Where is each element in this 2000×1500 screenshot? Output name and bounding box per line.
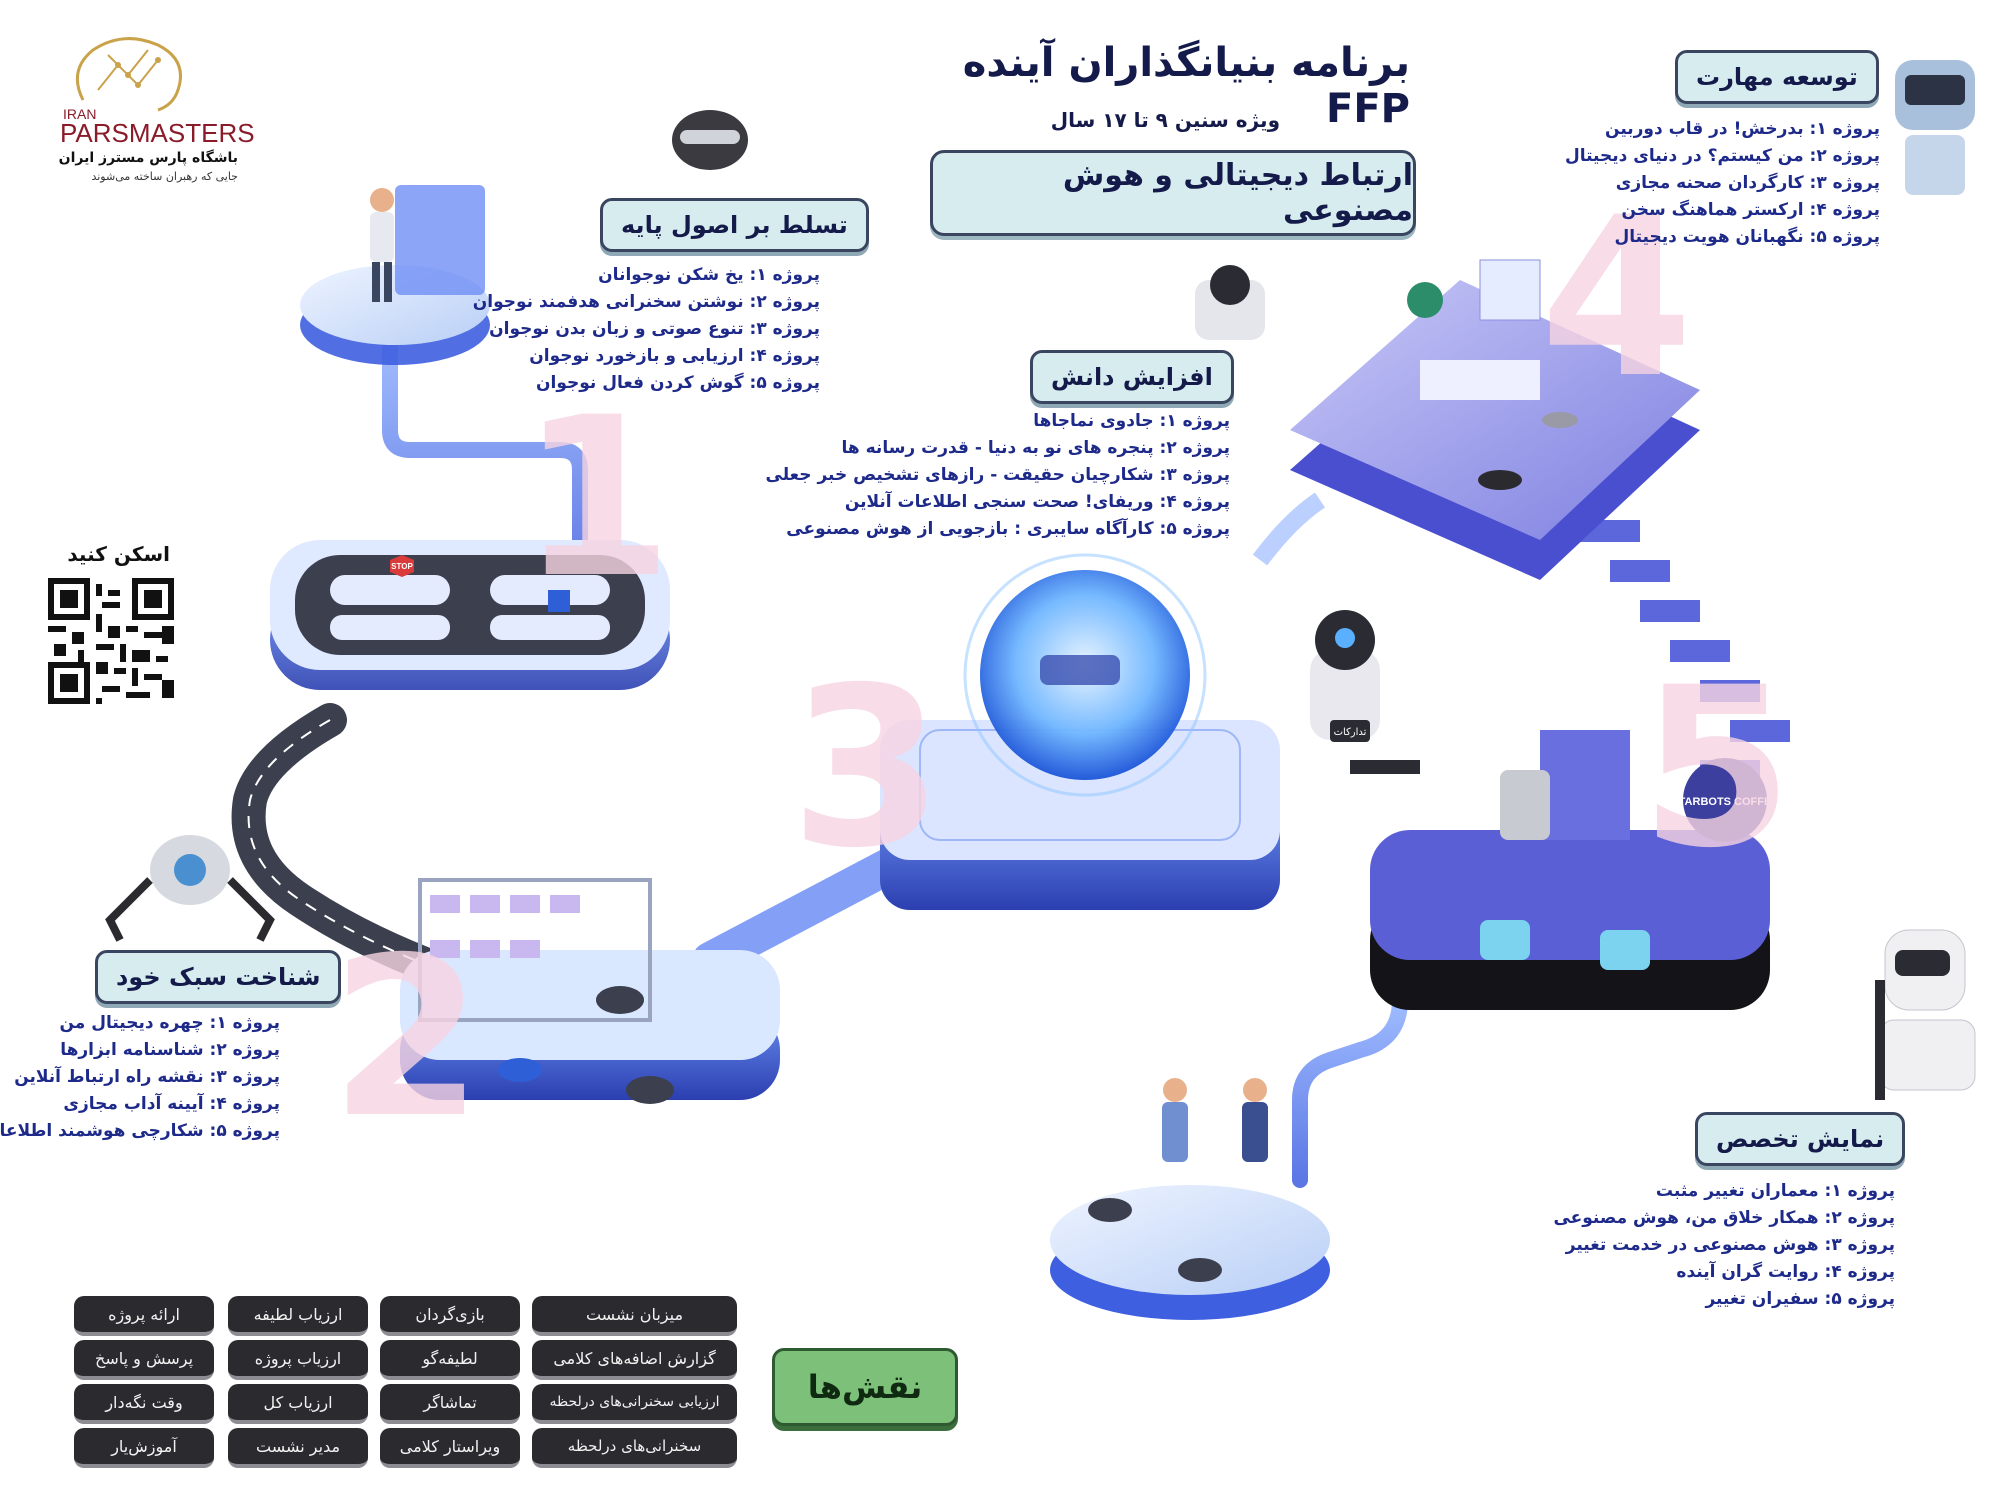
path-segment	[1292, 992, 1408, 1188]
project-item: پروژه ۵: شکارچی هوشمند اطلاعات	[0, 1121, 280, 1141]
project-item: پروژه ۲: نوشتن سخنرانی هدفمند نوجوان	[472, 292, 820, 312]
self-style-project-list: پروژه ۱: چهره دیجیتال من پروژه ۲: شناسنا…	[0, 1010, 280, 1145]
stage-label-knowledge[interactable]: افزایش دانش	[1030, 350, 1234, 404]
svg-text:STOP: STOP	[391, 562, 413, 571]
role-chip[interactable]: تماشاگر	[380, 1384, 520, 1424]
project-item: پروژه ۴: وریفای! صحت سنجی اطلاعات آنلاین	[844, 492, 1230, 512]
stage-number-2: 2	[330, 910, 484, 1166]
role-chip[interactable]: میزبان نشست	[532, 1296, 737, 1336]
role-chip[interactable]: پرسش و پاسخ	[74, 1340, 214, 1380]
page-title: برنامه بنیانگذاران آینده FFP	[962, 40, 1410, 132]
project-item: پروژه ۳: نقشه راه ارتباط آنلاین	[14, 1067, 280, 1087]
roles-title-button[interactable]: نقش‌ها	[772, 1348, 958, 1426]
role-chip[interactable]: وقت نگه‌دار	[74, 1384, 214, 1424]
project-item: پروژه ۳: شکارچیان حقیقت - رازهای تشخیص خ…	[765, 465, 1230, 485]
theme-banner: ارتباط دیجیتالی و هوش مصنوعی	[930, 150, 1416, 236]
stage-number-4: 4	[1540, 170, 1694, 426]
role-chip[interactable]: ارزیابی سخنرانی‌های درلحظه	[532, 1384, 737, 1424]
qr-code-icon[interactable]	[48, 578, 174, 704]
role-chip[interactable]: لطیفه‌گو	[380, 1340, 520, 1380]
robot-waiter: تدارکات	[1310, 610, 1420, 774]
project-item: پروژه ۳: کارگردان صحنه مجازی	[1615, 173, 1880, 193]
conveyor	[692, 842, 918, 978]
platform-orb	[880, 553, 1280, 910]
project-item: پروژه ۵: نگهبانان هویت دیجیتال	[1614, 227, 1880, 247]
role-chip[interactable]: سخنرانی‌های درلحظه	[532, 1428, 737, 1468]
role-chip[interactable]: ویراستار کلامی	[380, 1428, 520, 1468]
project-item: پروژه ۱: یخ شکن نوجوانان	[598, 265, 820, 285]
role-chip[interactable]: ارائه پروژه	[74, 1296, 214, 1336]
svg-text:تدارکات: تدارکات	[1334, 727, 1367, 738]
robot-cleaner	[1875, 929, 1976, 1100]
tagline: جایی که رهبران ساخته می‌شوند	[91, 170, 238, 183]
svg-text:STARBOTS COFFEE: STARBOTS COFFEE	[1671, 796, 1778, 808]
path-segment	[382, 322, 588, 568]
role-chip[interactable]: بازی‌گردان	[380, 1296, 520, 1336]
stage-label-self-style[interactable]: شناخت سبک خود	[95, 950, 342, 1004]
robot-knowledge	[1195, 265, 1265, 340]
stage-number-3: 3	[790, 640, 944, 896]
stage-number-1: 1	[520, 370, 674, 626]
project-item: پروژه ۱: بدرخش! در قاب دوربین	[1605, 119, 1880, 139]
project-item: پروژه ۲: من کیستم؟ در دنیای دیجیتال	[1564, 146, 1880, 166]
platform-warehouse	[400, 878, 780, 1104]
project-item: پروژه ۵: سفیران تغییر	[1705, 1289, 1895, 1309]
project-item: پروژه ۵: کارآگاه سایبری : بازجویی از هوش…	[786, 519, 1230, 539]
role-chip[interactable]: ارزیاب کل	[228, 1384, 368, 1424]
stage-label-basics[interactable]: تسلط بر اصول پایه	[600, 198, 869, 252]
project-item: پروژه ۳: تنوع صوتی و زبان بدن نوجوان	[489, 319, 820, 339]
logo: IRAN PARSMASTERS باشگاه پارس مسترز ایران…	[28, 30, 255, 190]
logo-top-text: IRAN	[63, 106, 97, 122]
platform-handshake	[1050, 1078, 1330, 1320]
project-item: پروژه ۱: چهره دیجیتال من	[59, 1013, 280, 1033]
logo-name: PARSMASTERS	[60, 118, 255, 148]
robot-top-helmet	[672, 110, 748, 170]
project-item: پروژه ۱: معماران تغییر مثبت	[1655, 1181, 1895, 1201]
role-chip[interactable]: آموزش‌یار	[74, 1428, 214, 1468]
road-line	[247, 719, 441, 971]
project-item: پروژه ۴: روایت گران آینده	[1676, 1262, 1895, 1282]
page-subtitle: ویژه سنین ۹ تا ۱۷ سال	[1050, 108, 1280, 132]
qr-label: اسکن کنید	[67, 542, 170, 566]
role-chip[interactable]: ارزیاب پروژه	[228, 1340, 368, 1380]
project-item: پروژه ۲: همکار خلاق من، هوش مصنوعی	[1553, 1208, 1895, 1228]
stage-label-skills[interactable]: توسعه مهارت	[1675, 50, 1879, 104]
platform-cafe: STARBOTS COFFEE	[1370, 730, 1779, 1010]
platform-roads: STOP	[270, 540, 670, 690]
robot-crab	[105, 835, 275, 942]
project-item: پروژه ۴: ارزیابی و بازخورد نوجوان	[529, 346, 820, 366]
role-chip[interactable]: مدیر نشست	[228, 1428, 368, 1468]
project-item: پروژه ۵: گوش کردن فعال نوجوان	[536, 373, 820, 393]
role-chip[interactable]: ارزیاب لطیفه	[228, 1296, 368, 1336]
project-item: پروژه ۳: هوش مصنوعی در خدمت تغییر	[1565, 1235, 1895, 1255]
role-chip[interactable]: گزارش اضافه‌های کلامی	[532, 1340, 737, 1380]
platform-presenter	[300, 185, 490, 365]
project-item: پروژه ۲: شناسنامه ابزارها	[60, 1040, 280, 1060]
platform-office	[1290, 259, 1700, 580]
stage-number-5: 5	[1640, 640, 1794, 896]
data-stream	[1252, 492, 1326, 566]
project-item: پروژه ۱: جادوی نماجاها	[1033, 411, 1230, 431]
skills-project-list: پروژه ۱: بدرخش! در قاب دوربین پروژه ۲: م…	[1545, 116, 1880, 251]
knowledge-project-list: پروژه ۱: جادوی نماجاها پروژه ۲: پنجره ها…	[765, 408, 1230, 543]
brain-logo-icon	[75, 37, 182, 112]
project-item: پروژه ۴: ارکستر هماهنگ سخن	[1621, 200, 1880, 220]
club-name: باشگاه پارس مسترز ایران	[58, 150, 238, 166]
basics-project-list: پروژه ۱: یخ شکن نوجوانان پروژه ۲: نوشتن …	[472, 262, 820, 397]
stage-label-expertise[interactable]: نمایش تخصص	[1695, 1112, 1906, 1166]
robot-skills	[1895, 60, 1975, 195]
project-item: پروژه ۴: آیینه آداب مجازی	[63, 1094, 280, 1114]
expertise-project-list: پروژه ۱: معماران تغییر مثبت پروژه ۲: همک…	[1553, 1178, 1895, 1313]
project-item: پروژه ۲: پنجره های نو به دنیا - قدرت رسا…	[841, 438, 1230, 458]
